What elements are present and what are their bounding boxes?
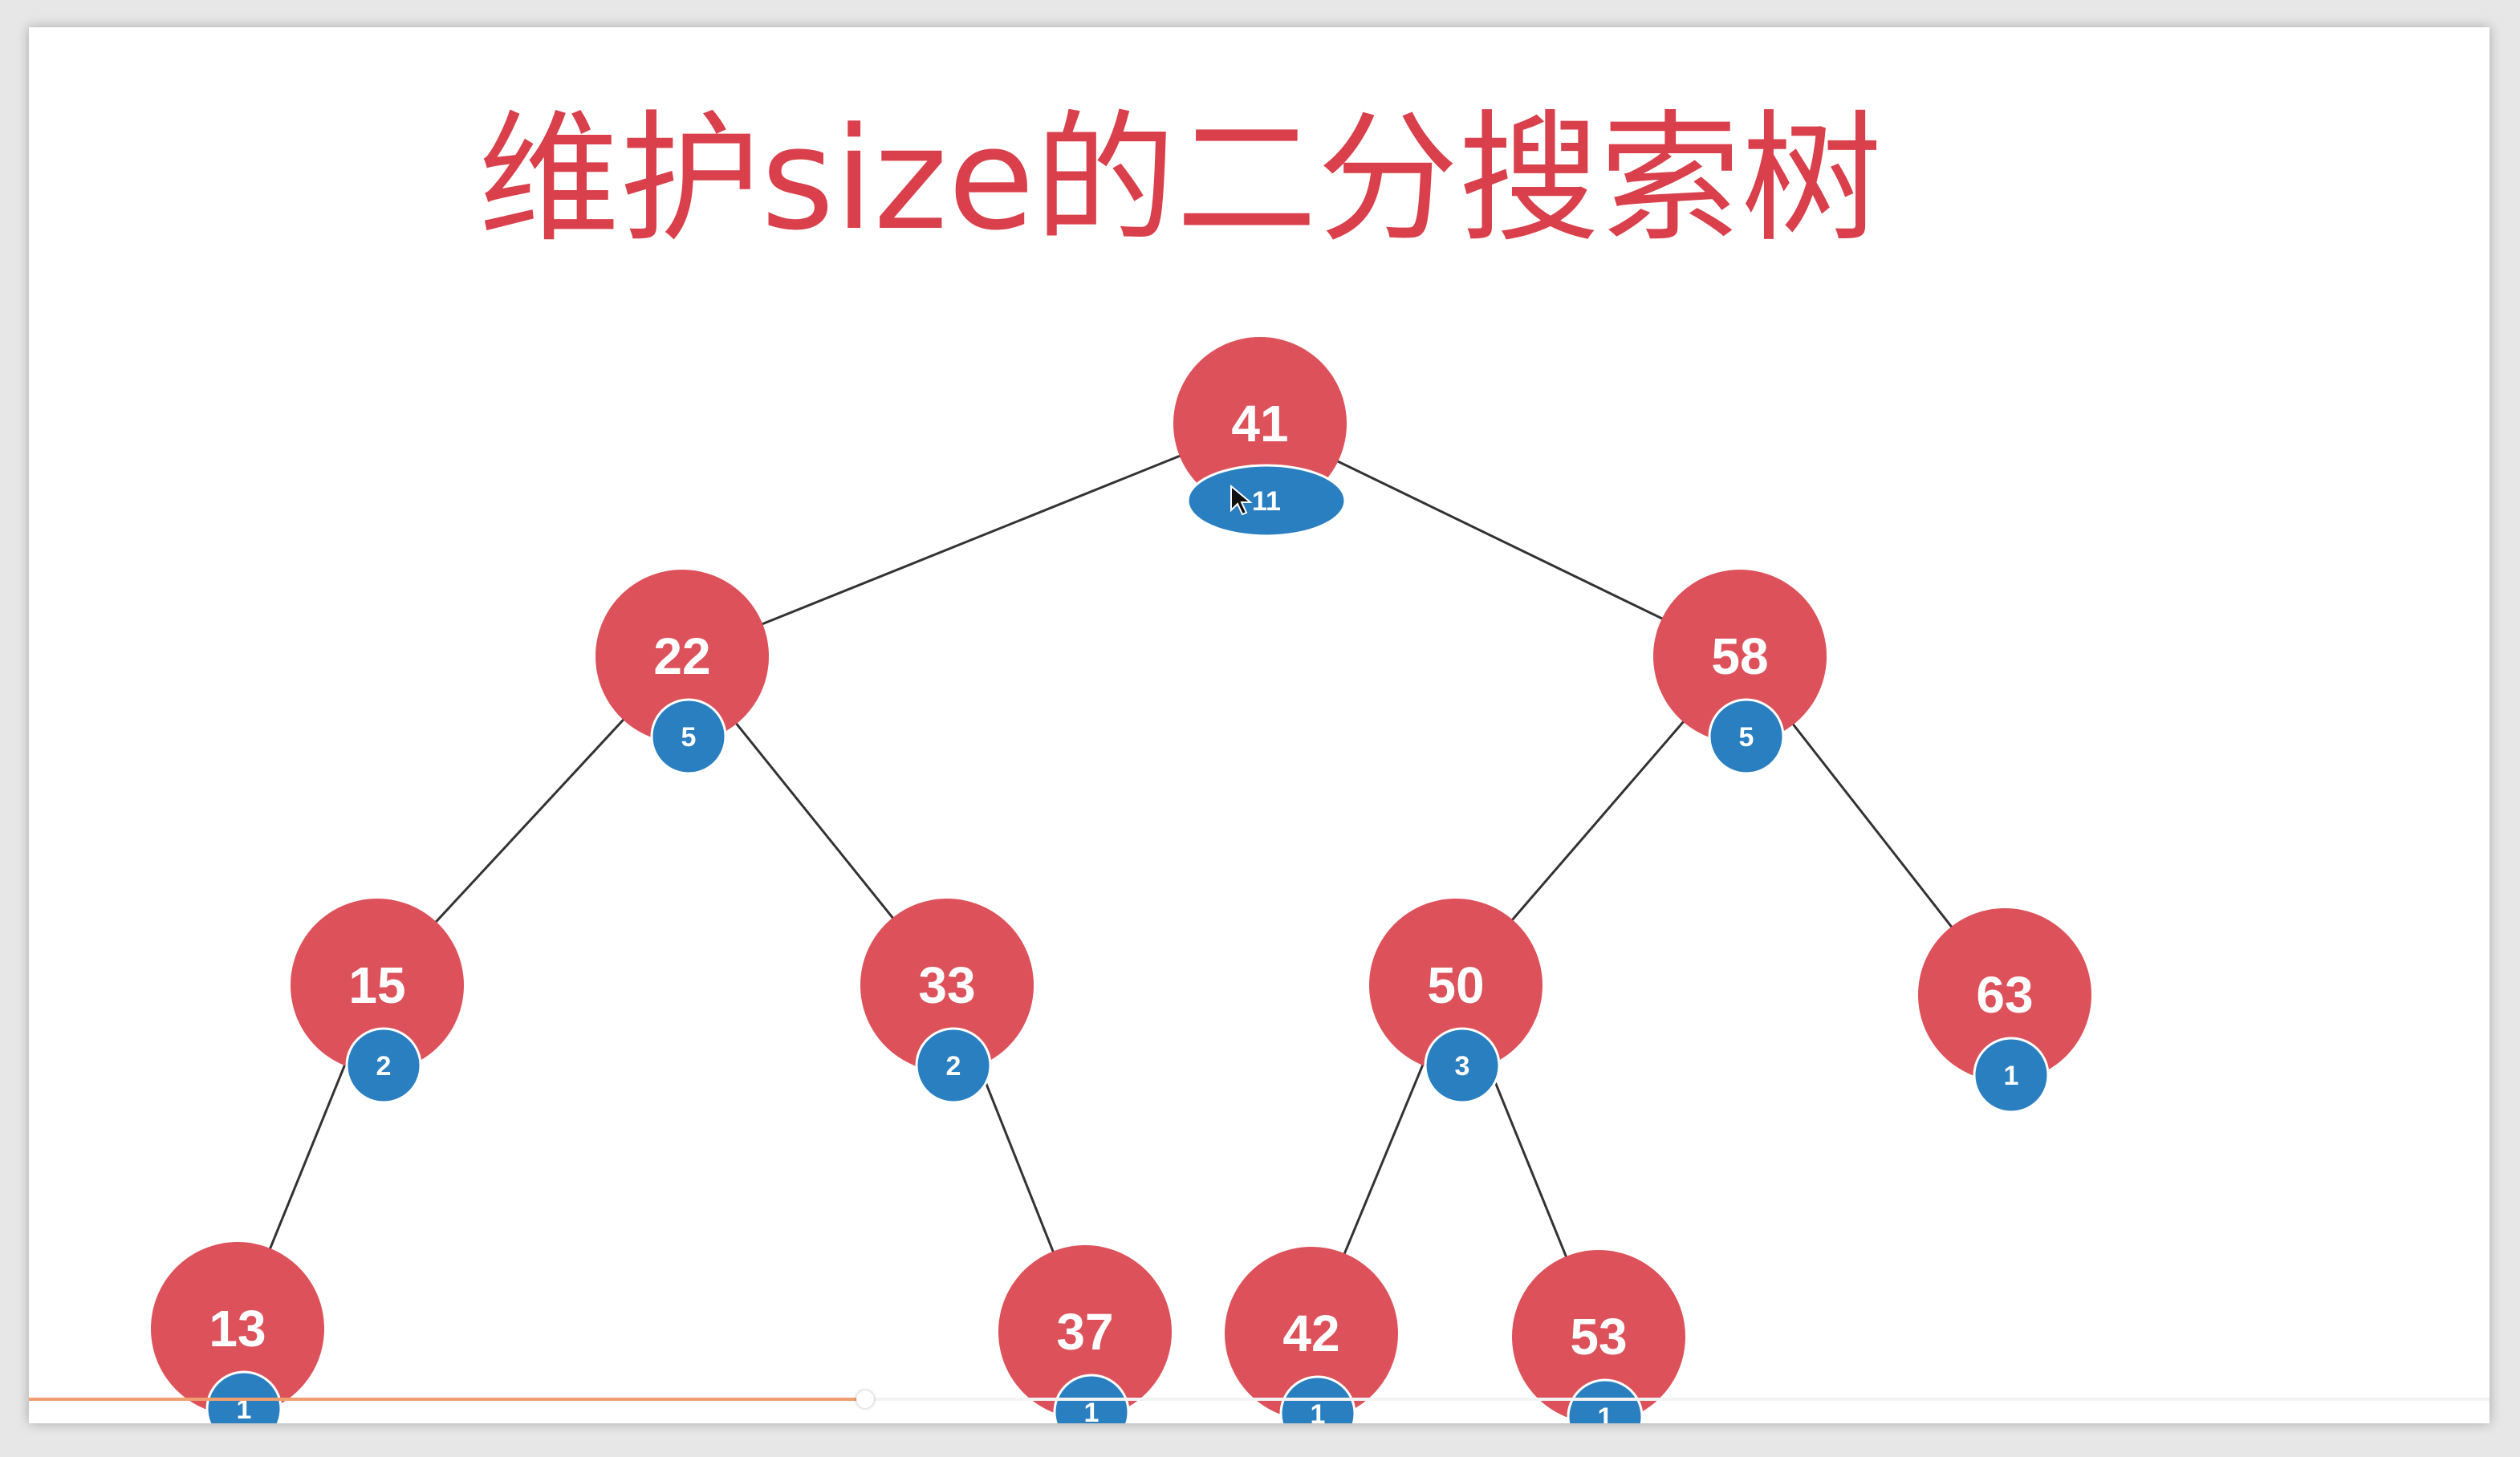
size-badge-label: 5 <box>1739 722 1754 753</box>
size-badge <box>1186 464 1347 538</box>
node-key-label: 22 <box>653 627 710 685</box>
size-badge-label: 2 <box>376 1051 392 1082</box>
size-badge-label: 1 <box>1084 1398 1099 1423</box>
slide-title: 维护size的二分搜索树 <box>478 97 1883 262</box>
tree-node-41: 41 11 <box>1173 337 1347 538</box>
size-badge <box>1973 1037 2050 1114</box>
video-progress-handle[interactable] <box>856 1390 875 1408</box>
tree-node-58: 58 5 <box>1653 570 1827 775</box>
tree-node-53: 53 1 <box>1512 1250 1685 1423</box>
node-key-label: 33 <box>918 956 975 1014</box>
size-badge-label: 2 <box>946 1051 961 1082</box>
node-circle <box>1653 570 1827 743</box>
tree-node-50: 50 3 <box>1369 899 1542 1104</box>
node-circle <box>860 899 1034 1072</box>
node-circle <box>291 899 464 1072</box>
size-badge <box>650 698 727 775</box>
size-badge-label: 1 <box>1598 1402 1613 1423</box>
tree-node-22: 22 5 <box>595 570 769 775</box>
tree-edge <box>1259 422 1741 658</box>
tree-node-33: 33 2 <box>860 899 1034 1104</box>
tree-node-15: 15 2 <box>291 899 464 1104</box>
node-circle <box>1512 1250 1685 1423</box>
node-circle <box>1369 899 1542 1072</box>
tree-node-13: 13 1 <box>151 1242 324 1423</box>
node-key-label: 42 <box>1282 1305 1339 1362</box>
size-badge <box>1708 698 1785 775</box>
tree-edge <box>681 422 1261 658</box>
node-key-label: 53 <box>1570 1308 1627 1366</box>
node-circle <box>595 570 769 743</box>
size-badge-label: 3 <box>1455 1051 1470 1082</box>
node-key-label: 37 <box>1056 1303 1113 1361</box>
node-circle <box>1225 1247 1398 1420</box>
video-progress-bar[interactable] <box>29 1390 2490 1408</box>
node-circle <box>998 1245 1172 1418</box>
size-badge-label: 5 <box>681 722 697 753</box>
size-badge <box>915 1027 992 1104</box>
tree-node-42: 42 1 <box>1225 1247 1398 1423</box>
size-badge-label: 11 <box>1252 486 1281 517</box>
size-badge-label: 1 <box>237 1394 252 1423</box>
mouse-pointer-icon <box>1230 485 1253 516</box>
node-circle <box>1173 337 1347 510</box>
tree-edges <box>236 422 2006 1337</box>
node-key-label: 15 <box>348 956 405 1014</box>
size-badge <box>345 1027 422 1104</box>
tree-node-63: 63 1 <box>1918 908 2091 1114</box>
size-badge <box>1424 1027 1501 1104</box>
tree-node-37: 37 1 <box>998 1245 1172 1423</box>
node-circle <box>1918 908 2091 1082</box>
node-key-label: 41 <box>1231 395 1288 453</box>
size-badge-label: 1 <box>2004 1061 2019 1091</box>
node-key-label: 13 <box>209 1300 266 1358</box>
node-key-label: 58 <box>1711 627 1768 685</box>
bst-diagram: 41 11 22 5 58 5 15 2 33 2 50 3 63 1 13 1 37 1 42 1 53 1 <box>151 337 2091 1423</box>
video-progress-fill <box>29 1398 866 1401</box>
node-key-label: 50 <box>1427 956 1484 1014</box>
size-badge-label: 1 <box>1311 1399 1326 1423</box>
node-key-label: 63 <box>1976 966 2033 1024</box>
tree-nodes: 41 11 22 5 58 5 15 2 33 2 50 3 63 1 13 1 37 1 42 1 53 1 <box>151 337 2091 1423</box>
size-badge <box>1567 1378 1644 1423</box>
node-circle <box>151 1242 324 1415</box>
